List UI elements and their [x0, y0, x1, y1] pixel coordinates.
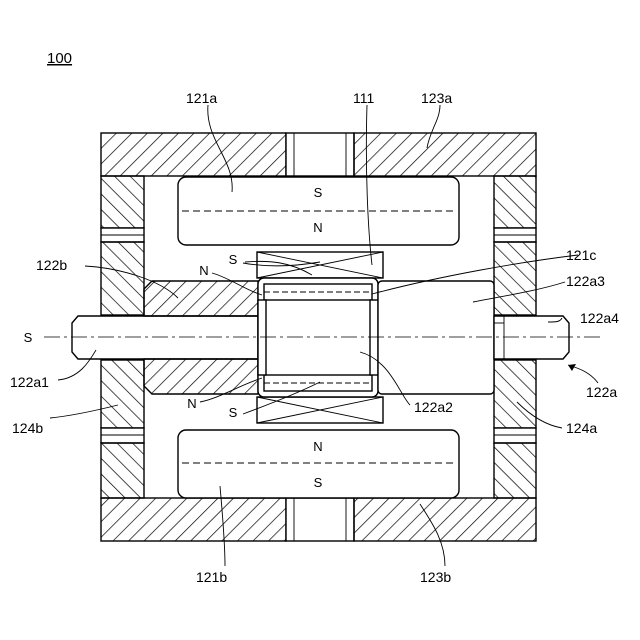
- label-122a1: 122a1: [10, 374, 49, 390]
- label-121b: 121b: [196, 569, 227, 585]
- label-124b: 124b: [12, 420, 43, 436]
- label-122a2: 122a2: [414, 399, 453, 415]
- pole-s-coil-bottom: S: [229, 405, 238, 420]
- pole-s-upper-top: S: [314, 185, 323, 200]
- pole-n-coil-bottom: N: [187, 396, 196, 411]
- label-122a4: 122a4: [580, 310, 619, 326]
- label-121c: 121c: [566, 247, 596, 263]
- pole-s-axis: S: [24, 330, 33, 345]
- top-yoke-123a: [101, 133, 536, 176]
- label-123a: 123a: [421, 90, 452, 106]
- pole-n-coil-top: N: [199, 263, 208, 278]
- label-121a: 121a: [186, 90, 217, 106]
- label-122b: 122b: [36, 257, 67, 273]
- bottom-yoke-123b: [101, 498, 536, 541]
- label-124a: 124a: [566, 420, 597, 436]
- central-core-122a2: [258, 278, 378, 397]
- pole-n-upper-bottom: N: [313, 220, 322, 235]
- left-shaft-122a1: [72, 316, 258, 359]
- label-122a3: 122a3: [566, 273, 605, 289]
- figure-number: 100: [47, 50, 72, 67]
- pole-n-lower-top: N: [313, 439, 322, 454]
- pole-s-lower-bottom: S: [314, 475, 323, 490]
- pole-s-coil-top: S: [229, 252, 238, 267]
- right-shaft-122a4: [494, 316, 569, 359]
- label-123b: 123b: [420, 569, 451, 585]
- upper-magnet-121a: S N: [178, 177, 459, 245]
- right-core-122a3: [378, 281, 494, 394]
- label-122a: 122a: [586, 384, 617, 400]
- label-111: 111: [353, 90, 374, 106]
